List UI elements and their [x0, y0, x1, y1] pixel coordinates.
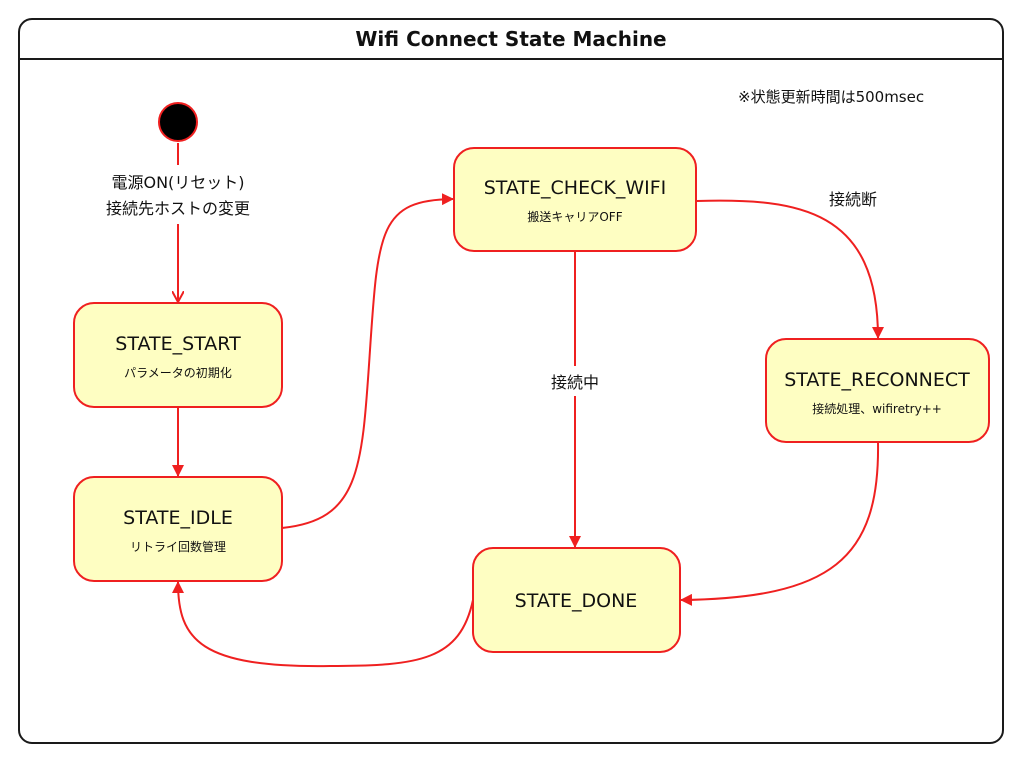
state-reconnect: STATE_RECONNECT 接続処理、wifiretry++	[765, 338, 990, 443]
edge-check-to-reconnect	[696, 199, 884, 339]
state-start-name: STATE_START	[115, 333, 241, 355]
diagram-frame: Wifi Connect State Machine	[18, 18, 1004, 744]
edge-label-bg	[540, 366, 606, 396]
state-check-name: STATE_CHECK_WIFI	[484, 177, 667, 199]
diagram-title: Wifi Connect State Machine	[355, 27, 667, 51]
state-start: STATE_START パラメータの初期化	[73, 302, 283, 408]
state-reconnect-name: STATE_RECONNECT	[784, 369, 970, 391]
edge-done-to-idle	[172, 581, 474, 668]
state-idle: STATE_IDLE リトライ回数管理	[73, 476, 283, 582]
initial-label-line1: 電源ON(リセット)	[111, 173, 244, 192]
state-idle-desc: リトライ回数管理	[130, 539, 226, 554]
state-idle-name: STATE_IDLE	[123, 507, 233, 529]
state-check-desc: 搬送キャリアOFF	[527, 209, 622, 224]
edge-idle-to-check	[281, 193, 454, 529]
state-check-wifi: STATE_CHECK_WIFI 搬送キャリアOFF	[453, 147, 697, 252]
initial-label-line2: 接続先ホストの変更	[106, 199, 250, 218]
edge-label-disconnected: 接続断	[829, 190, 877, 209]
title-bar: Wifi Connect State Machine	[20, 20, 1002, 60]
state-done-name: STATE_DONE	[515, 590, 638, 612]
initial-state-node	[158, 102, 198, 142]
update-interval-note: ※状態更新時間は500msec	[738, 88, 924, 106]
edge-label-connected: 接続中	[551, 373, 599, 392]
state-reconnect-desc: 接続処理、wifiretry++	[812, 401, 942, 416]
edge-reconnect-to-done	[680, 441, 880, 606]
state-start-desc: パラメータの初期化	[124, 366, 232, 380]
state-done: STATE_DONE	[472, 547, 681, 653]
